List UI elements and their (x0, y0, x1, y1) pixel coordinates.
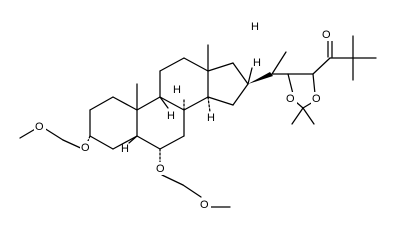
c6-ether-oxygen-label: O (156, 163, 165, 175)
ring-a (89, 96, 138, 150)
c20-methyl-bond (271, 51, 287, 75)
c3-methoxy-oxygen-label: O (35, 121, 44, 133)
c9-hydrogen-label: H (173, 84, 181, 96)
c6-mom-group (159, 148, 231, 208)
c5-hydrogen-label: H (121, 143, 129, 155)
c17-hydrogen-label: H (253, 57, 261, 69)
c14-hydrogen-label: H (207, 112, 215, 124)
ring-d (207, 62, 249, 106)
c3-ether-oxygen-label: O (81, 142, 90, 154)
ketone-tbutyl (312, 35, 377, 81)
c8-hydrogen-label: H (167, 110, 175, 122)
dioxolane-oxygen-label: O (312, 93, 321, 105)
dioxolane-ring (287, 73, 316, 125)
dioxolane-oxygen-label: O (286, 93, 295, 105)
c17-c20-wedge (248, 72, 273, 84)
ring-c (159, 57, 209, 111)
stereo-hydrogens (128, 67, 253, 144)
atom-labels: O O O O O O O H H H H H H (34, 21, 333, 211)
c20-hydrogen-label: H (251, 21, 259, 33)
ketone-oxygen-label: O (322, 29, 331, 41)
ring-b (136, 96, 185, 150)
c3-mom-group (19, 127, 91, 151)
c6-methoxy-oxygen-label: O (200, 199, 209, 211)
